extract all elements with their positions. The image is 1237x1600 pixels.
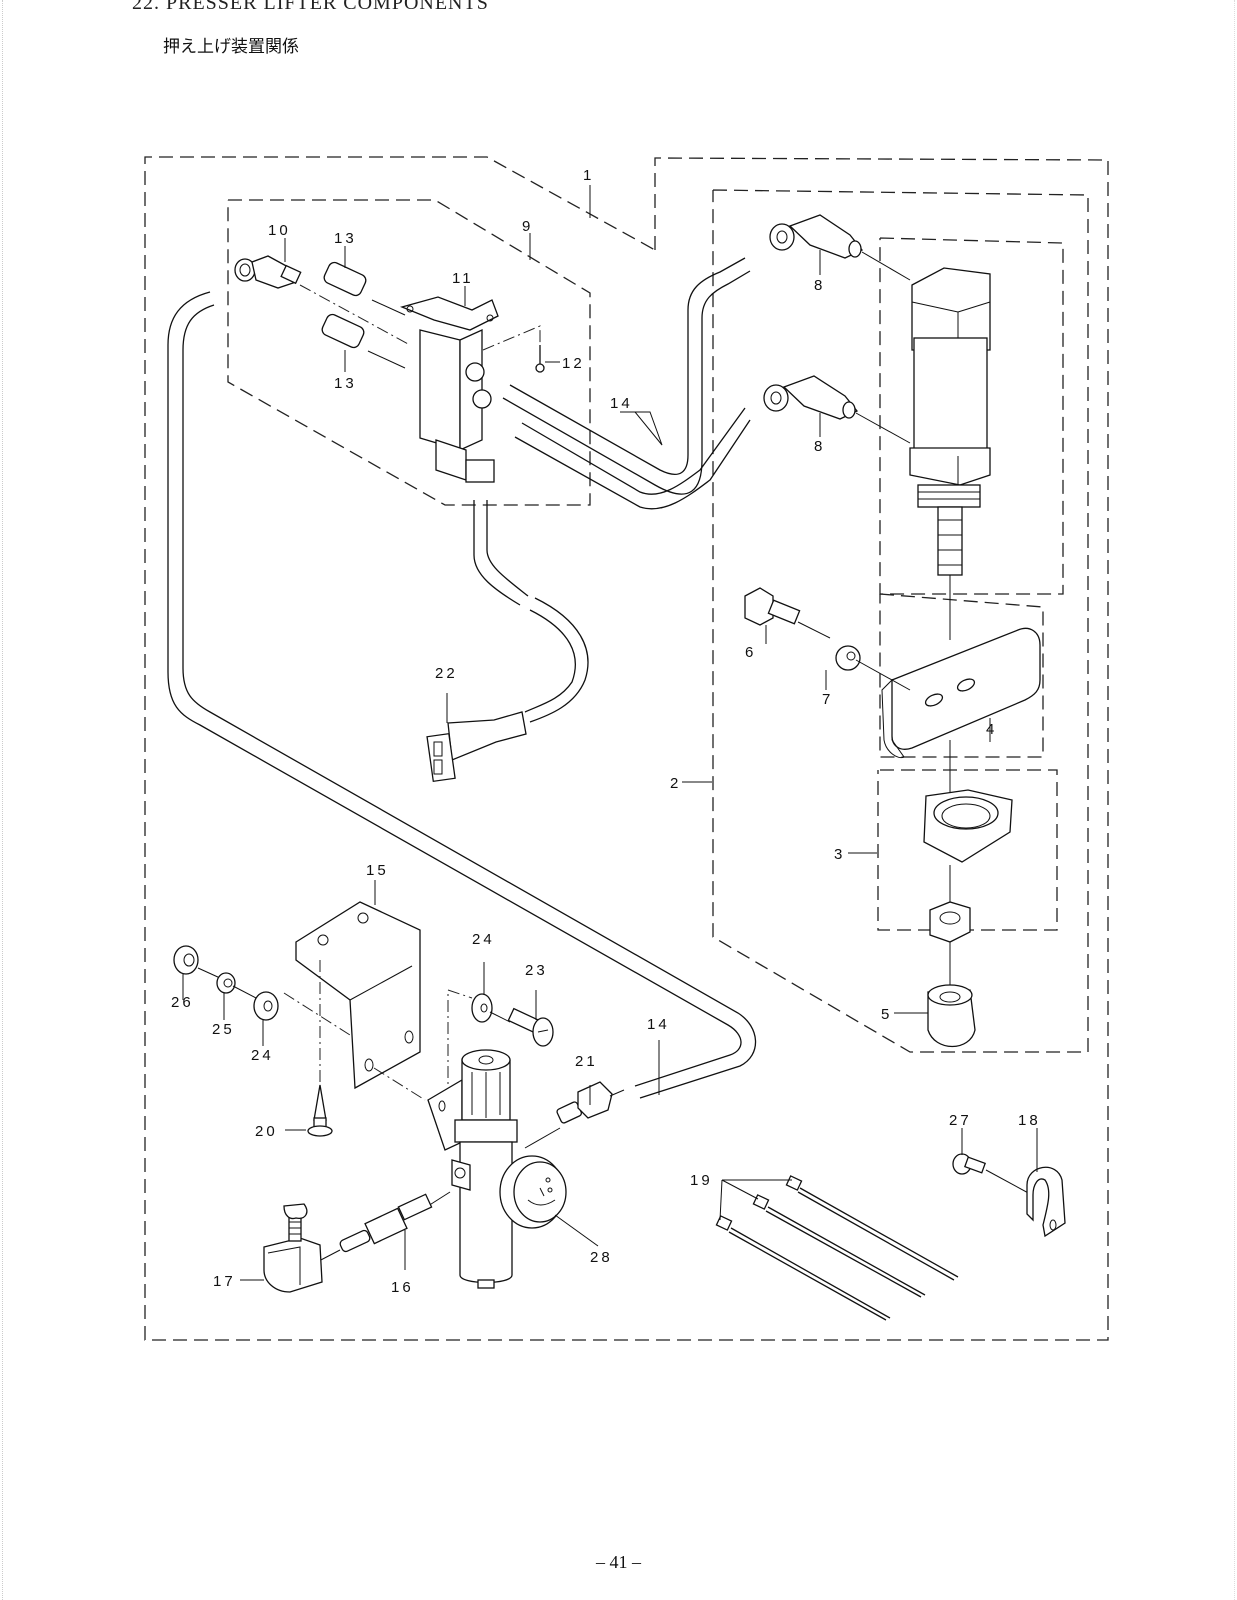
- callout-22: 22: [435, 665, 458, 682]
- part-23-screw: [507, 1007, 554, 1047]
- part-28-regulator: [427, 1049, 567, 1289]
- part-24-washer-left: [253, 991, 279, 1021]
- callout-7: 7: [822, 691, 833, 708]
- part-25-spring-washer: [216, 972, 257, 999]
- part-18-cable-clip: [1026, 1166, 1066, 1238]
- group-outline-9: [227, 199, 591, 506]
- part-20-wood-screw: [307, 1084, 333, 1137]
- callout-24-upper: 24: [472, 931, 495, 948]
- group-outline-cylinder: [879, 237, 1064, 595]
- leader-lines: [182, 185, 1038, 1281]
- callout-8-upper: 8: [814, 277, 825, 294]
- part-6-hex-bolt: [744, 587, 831, 639]
- part-5-cap-nut: [927, 984, 976, 1047]
- callout-10: 10: [268, 222, 291, 239]
- part-22-connector-cable: [426, 500, 589, 783]
- section-title-english: 22. PRESSER LIFTER COMPONENTS: [132, 0, 489, 14]
- callout-12: 12: [562, 355, 585, 372]
- callout-27: 27: [949, 1112, 972, 1129]
- callout-26: 26: [171, 994, 194, 1011]
- page-edge-left: [2, 0, 5, 1600]
- part-17-hose-clamp: [263, 1203, 323, 1293]
- air-tube-main: [167, 291, 757, 1099]
- group-outline-1: [144, 156, 1109, 1341]
- part-12-screw: [482, 325, 545, 373]
- callout-5: 5: [881, 1006, 892, 1023]
- section-title-japanese: 押え上げ装置関係: [163, 37, 299, 57]
- part-24-washer-upper: [447, 989, 511, 1100]
- callout-19: 19: [690, 1172, 713, 1189]
- part-4-mounting-bracket: [881, 627, 1041, 800]
- callout-24-left: 24: [251, 1047, 274, 1064]
- callout-17: 17: [213, 1273, 236, 1290]
- part-16-hose-nipple: [316, 1191, 451, 1263]
- part-13-silencer-upper: [323, 261, 406, 316]
- callout-18: 18: [1018, 1112, 1041, 1129]
- callout-9: 9: [522, 218, 533, 235]
- callout-13-upper: 13: [334, 230, 357, 247]
- callout-13-lower: 13: [334, 375, 357, 392]
- part-13-silencer-lower: [321, 313, 406, 369]
- callout-2: 2: [670, 775, 681, 792]
- part-27-screw: [952, 1153, 1033, 1196]
- callout-28: 28: [590, 1249, 613, 1266]
- page-number: – 41 –: [596, 1552, 641, 1572]
- part-air-cylinder: [909, 267, 991, 640]
- group-outline-2: [712, 189, 1089, 1053]
- part-7-washer: [835, 645, 911, 691]
- callout-1: 1: [583, 167, 594, 184]
- callout-20: 20: [255, 1123, 278, 1140]
- part-8-elbow-lower: [763, 375, 911, 444]
- callout-23: 23: [525, 962, 548, 979]
- part-8-elbow-upper: [769, 214, 911, 281]
- callout-14-lower: 14: [647, 1016, 670, 1033]
- callout-21: 21: [575, 1053, 598, 1070]
- callout-labels: 1 2 3 4 5 6 7 8 8 9 10 11 12 13 13 14 14…: [171, 167, 1041, 1296]
- part-14-air-tubes: [502, 257, 751, 510]
- callout-6: 6: [745, 644, 756, 661]
- callout-11: 11: [452, 270, 474, 287]
- page-edge-right: [1232, 0, 1235, 1600]
- callout-4: 4: [986, 721, 997, 738]
- group-outline-3: [877, 769, 1058, 931]
- part-21-straight-fitting: [524, 1081, 625, 1149]
- part-26-nut: [173, 945, 221, 979]
- part-3-nut-small: [929, 901, 971, 990]
- callout-15: 15: [366, 862, 389, 879]
- callout-3: 3: [834, 846, 845, 863]
- callout-8-lower: 8: [814, 438, 825, 455]
- group-outline-4: [879, 593, 1044, 758]
- part-19-cable-ties: [715, 1175, 959, 1321]
- part-3-nut-large: [923, 789, 1013, 905]
- part-11-solenoid-valve: [399, 296, 499, 483]
- callout-16: 16: [391, 1279, 414, 1296]
- callout-25: 25: [212, 1021, 235, 1038]
- part-15-regulator-bracket: [283, 901, 426, 1101]
- part-10-elbow-fitting: [234, 255, 411, 346]
- callout-14-upper: 14: [610, 395, 633, 412]
